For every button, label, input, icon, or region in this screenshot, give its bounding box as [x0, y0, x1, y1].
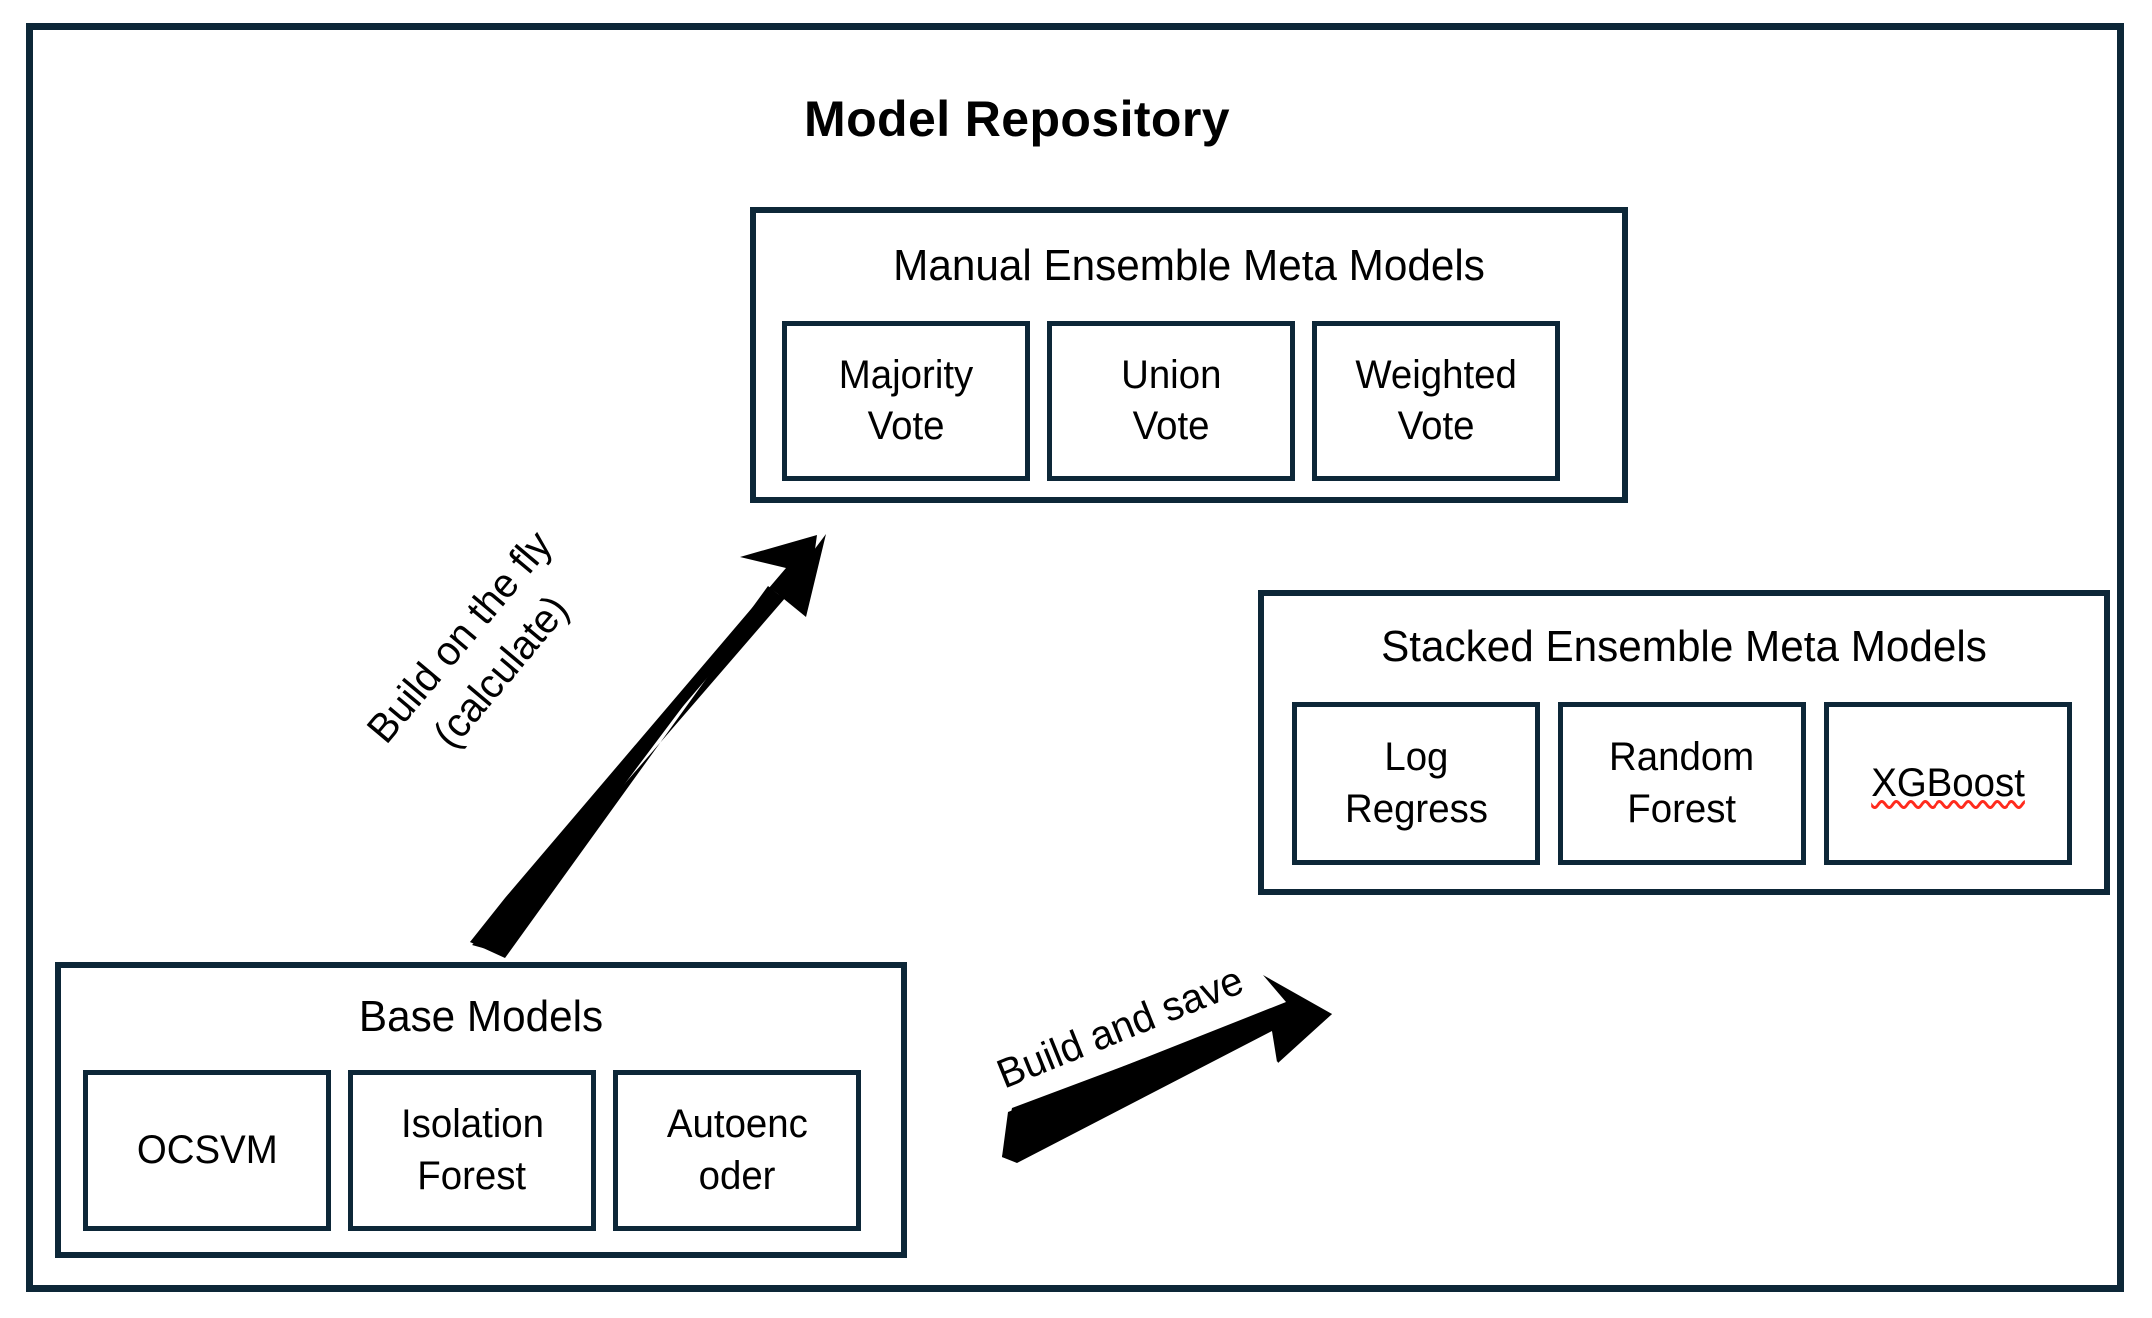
model-card-line1: Majority: [838, 352, 974, 397]
manual-ensemble-items: Majority Vote Union Vote Weighted Vote: [782, 321, 1560, 481]
model-card-xgboost[interactable]: XGBoost: [1824, 702, 2072, 865]
model-card-line1: Random: [1609, 735, 1755, 780]
base-models-title: Base Models: [358, 992, 604, 1041]
model-card-majority-vote[interactable]: Majority Vote: [782, 321, 1030, 481]
model-card-line2: Forest: [1627, 786, 1737, 831]
model-card-line2: Vote: [1397, 404, 1475, 448]
model-card-line1: OCSVM: [136, 1127, 278, 1172]
model-card-isolation-forest[interactable]: Isolation Forest: [348, 1070, 596, 1231]
page-title: Model Repository: [804, 91, 1230, 147]
model-card-line1: Autoenc: [666, 1102, 808, 1147]
model-card-autoencoder[interactable]: Autoenc oder: [613, 1070, 861, 1231]
model-card-line1: Log: [1383, 735, 1449, 780]
stacked-ensemble-group: Stacked Ensemble Meta Models Log Regress…: [1258, 590, 2110, 895]
model-card-line1: Union: [1120, 352, 1222, 397]
stacked-ensemble-items: Log Regress Random Forest XGBoost: [1292, 702, 2072, 865]
model-card-log-regress[interactable]: Log Regress: [1292, 702, 1540, 865]
model-card-line1: XGBoost: [1871, 760, 2025, 805]
model-card-line2: Vote: [1132, 404, 1210, 448]
model-card-weighted-vote[interactable]: Weighted Vote: [1312, 321, 1560, 481]
model-card-line1: Weighted: [1355, 352, 1517, 397]
manual-ensemble-title: Manual Ensemble Meta Models: [893, 241, 1485, 290]
model-card-random-forest[interactable]: Random Forest: [1558, 702, 1806, 865]
model-card-line2: Regress: [1344, 786, 1488, 831]
base-models-group: Base Models OCSVM Isolation Forest Autoe…: [55, 962, 907, 1258]
model-card-line2: Vote: [867, 404, 945, 448]
model-card-ocsvm[interactable]: OCSVM: [83, 1070, 331, 1231]
base-models-items: OCSVM Isolation Forest Autoenc oder: [83, 1070, 861, 1231]
stacked-ensemble-title: Stacked Ensemble Meta Models: [1381, 622, 1987, 671]
model-card-line2: Forest: [417, 1153, 527, 1198]
model-card-union-vote[interactable]: Union Vote: [1047, 321, 1295, 481]
manual-ensemble-group: Manual Ensemble Meta Models Majority Vot…: [750, 207, 1628, 503]
model-card-line2: oder: [698, 1153, 776, 1198]
model-card-line1: Isolation: [400, 1102, 544, 1147]
